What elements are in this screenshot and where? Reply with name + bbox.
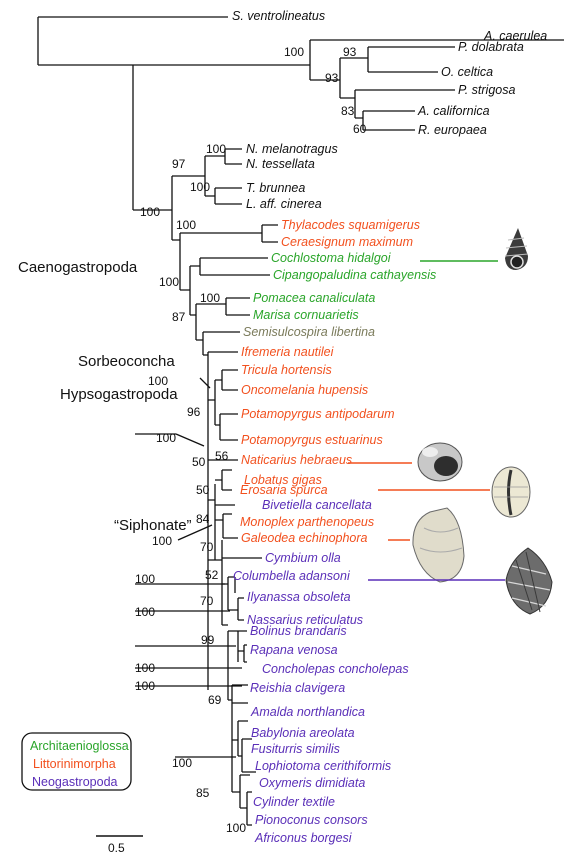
clade-label-siphonate: “Siphonate”: [114, 517, 192, 534]
taxon-label: S. ventrolineatus: [232, 9, 325, 23]
support-value: 70: [200, 540, 214, 554]
taxon-label: Africonus borgesi: [254, 831, 353, 845]
support-value: 93: [343, 45, 357, 59]
taxon-label: Tricula hortensis: [241, 363, 332, 377]
support-value: 56: [215, 449, 229, 463]
naticarius-shell-image: [418, 443, 462, 481]
taxon-label: P. dolabrata: [458, 40, 524, 54]
support-value: 100: [135, 679, 155, 693]
taxon-label: Amalda northlandica: [250, 705, 365, 719]
taxon-label: T. brunnea: [246, 181, 305, 195]
support-value: 100: [152, 534, 172, 548]
taxon-label: A. californica: [417, 104, 490, 118]
taxon-label: Columbella adansoni: [233, 569, 351, 583]
erosaria-shell-image: [492, 467, 530, 517]
taxon-label: L. aff. cinerea: [246, 197, 322, 211]
support-value: 100: [159, 275, 179, 289]
legend-item-littorinimorpha: Littorinimorpha: [33, 757, 116, 771]
support-value: 84: [196, 512, 210, 526]
clade-label-hypsogastropoda: Hypsogastropoda: [60, 386, 178, 403]
support-value: 100: [135, 605, 155, 619]
columbella-shell-image: [506, 548, 552, 614]
taxon-label: Oncomelania hupensis: [241, 383, 368, 397]
taxon-label: N. tessellata: [246, 157, 315, 171]
taxon-label: Ilyanassa obsoleta: [247, 590, 351, 604]
taxon-label: Ifremeria nautilei: [241, 345, 335, 359]
taxon-label: Cipangopaludina cathayensis: [273, 268, 436, 282]
support-value: 100: [190, 180, 210, 194]
support-value: 69: [208, 693, 222, 707]
support-value: 85: [196, 786, 210, 800]
support-value: 96: [187, 405, 201, 419]
legend: Architaenioglossa Littorinimorpha Neogas…: [22, 733, 131, 790]
support-value: 70: [200, 594, 214, 608]
support-value: 100: [172, 756, 192, 770]
legend-item-neogastropoda: Neogastropoda: [32, 775, 118, 789]
support-value: 83: [341, 104, 355, 118]
taxon-label: Cochlostoma hidalgoi: [271, 251, 392, 265]
taxon-label: Naticarius hebraeus: [241, 453, 352, 467]
taxon-label: Potamopyrgus estuarinus: [241, 433, 383, 447]
taxon-label: Erosaria spurca: [240, 483, 328, 497]
support-value: 100: [206, 142, 226, 156]
taxon-label: Ceraesignum maximum: [281, 235, 413, 249]
support-value: 99: [201, 633, 215, 647]
legend-item-architaenioglossa: Architaenioglossa: [30, 739, 129, 753]
taxon-label: Pomacea canaliculata: [253, 291, 375, 305]
taxon-label: Rapana venosa: [250, 643, 338, 657]
support-value: 97: [172, 157, 186, 171]
tree-branches: [38, 17, 564, 825]
support-value: 100: [135, 661, 155, 675]
support-value: 100: [140, 205, 160, 219]
taxon-label: Potamopyrgus antipodarum: [241, 407, 395, 421]
taxon-label: Marisa cornuarietis: [253, 308, 359, 322]
support-value: 50: [192, 455, 206, 469]
taxon-label: Pionoconus consors: [255, 813, 368, 827]
scale-bar: 0.5: [96, 836, 143, 855]
taxon-label: Semisulcospira libertina: [243, 325, 375, 339]
taxon-label: Lophiotoma cerithiformis: [255, 759, 391, 773]
shell-illustrations: [348, 228, 552, 614]
taxon-label: Babylonia areolata: [251, 726, 355, 740]
taxon-labels: S. ventrolineatus A. caerulea P. dolabra…: [232, 9, 547, 845]
taxon-label: Thylacodes squamigerus: [281, 218, 420, 232]
taxon-label: Monoplex parthenopeus: [240, 515, 374, 529]
taxon-label: Bolinus brandaris: [250, 624, 347, 638]
support-value: 100: [135, 572, 155, 586]
clade-label-sorbeoconcha: Sorbeoconcha: [78, 353, 175, 370]
taxon-label: O. celtica: [441, 65, 493, 79]
support-value: 100: [156, 431, 176, 445]
taxon-label: Concholepas concholepas: [262, 662, 409, 676]
taxon-label: Galeodea echinophora: [241, 531, 368, 545]
support-value: 100: [176, 218, 196, 232]
taxon-label: Fusiturris similis: [251, 742, 340, 756]
support-value: 60: [353, 122, 367, 136]
taxon-label: Bivetiella cancellata: [262, 498, 372, 512]
taxon-label: Reishia clavigera: [250, 681, 345, 695]
cochlostoma-shell-image: [505, 228, 528, 270]
clade-labels: Caenogastropoda Sorbeoconcha Hypsogastro…: [18, 259, 192, 534]
support-value: 100: [226, 821, 246, 835]
taxon-label: Cymbium olla: [265, 551, 341, 565]
support-value: 87: [172, 310, 186, 324]
clade-label-caenogastropoda: Caenogastropoda: [18, 259, 138, 276]
galeodea-shell-image: [413, 508, 464, 582]
support-value: 100: [284, 45, 304, 59]
scale-bar-label: 0.5: [108, 841, 125, 855]
taxon-label: Oxymeris dimidiata: [259, 776, 365, 790]
support-value: 52: [205, 568, 219, 582]
taxon-label: N. melanotragus: [246, 142, 338, 156]
support-value: 100: [200, 291, 220, 305]
taxon-label: P. strigosa: [458, 83, 515, 97]
taxon-label: Cylinder textile: [253, 795, 335, 809]
support-value: 50: [196, 483, 210, 497]
support-value: 93: [325, 71, 339, 85]
taxon-label: R. europaea: [418, 123, 487, 137]
